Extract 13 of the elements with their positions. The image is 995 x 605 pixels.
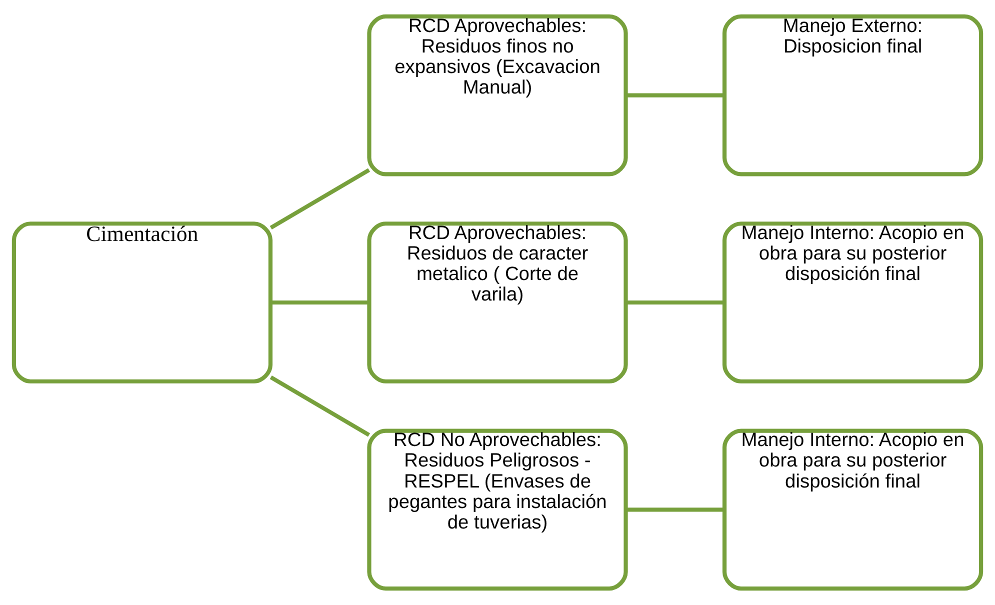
connector <box>626 93 724 98</box>
connector <box>270 300 370 305</box>
node-box: RCD No Aprovechables: Residuos Peligrosos - RESPEL (Envases de pegantes para instalación de tuverias) <box>367 428 628 591</box>
node-box: Manejo Externo: Disposicion final <box>722 14 984 176</box>
connector <box>270 168 370 230</box>
node-box: Manejo Interno: Acopio en obra para su posterior disposición final <box>722 428 984 591</box>
connector <box>626 508 724 512</box>
connector <box>626 300 724 305</box>
node-box: RCD Aprovechables: Residuos de caracter metalico ( Corte de varila) <box>367 222 628 384</box>
node-box: Cimentación <box>12 222 273 384</box>
connector <box>270 376 370 437</box>
node-box: RCD Aprovechables: Residuos finos no expansivos (Excavacion Manual) <box>367 14 628 176</box>
node-box: Manejo Interno: Acopio en obra para su posterior disposición final <box>722 222 984 384</box>
